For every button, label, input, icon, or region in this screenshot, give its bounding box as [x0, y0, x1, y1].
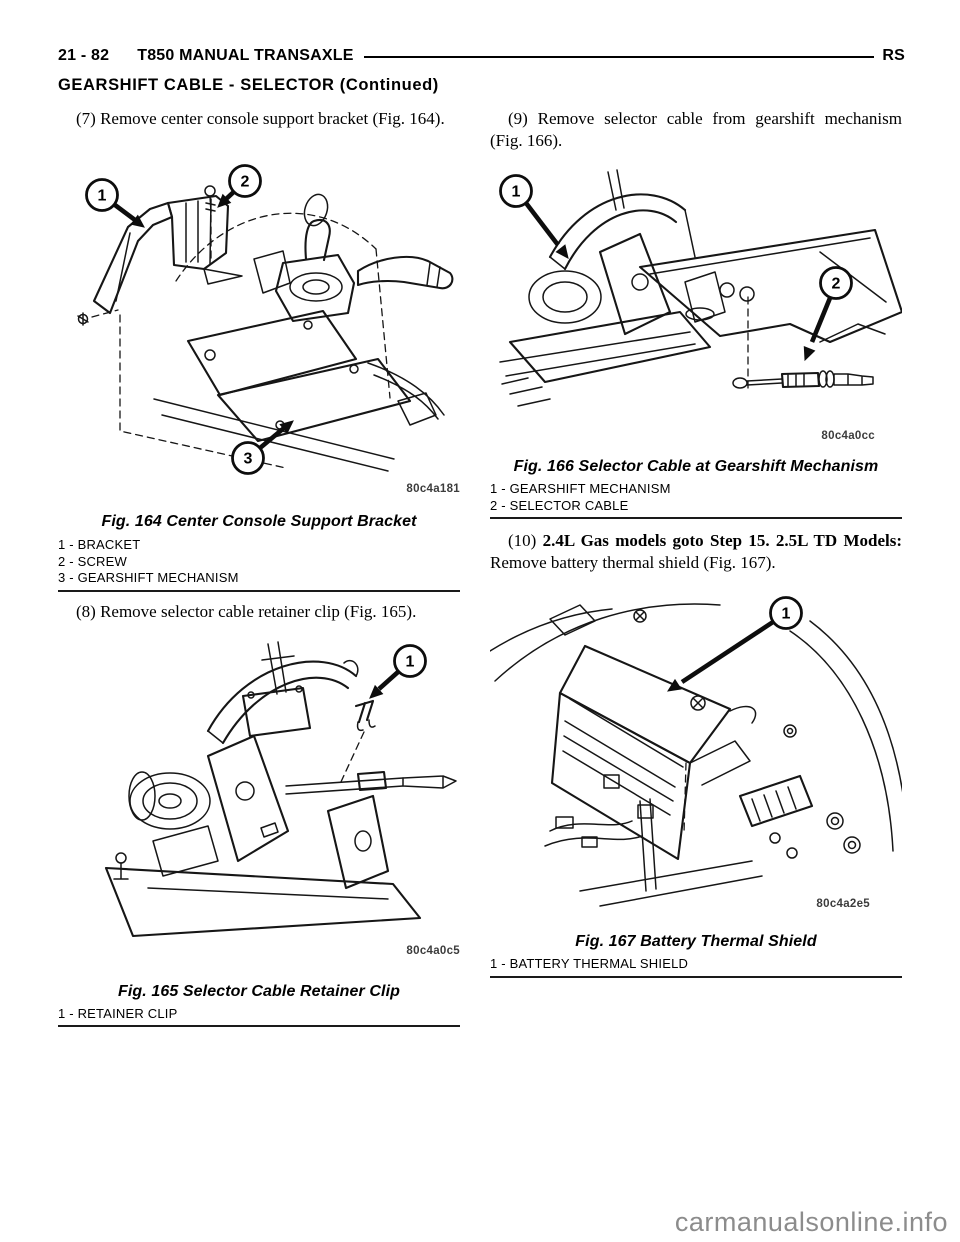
svg-text:2: 2 — [241, 174, 250, 191]
figure-166-caption: Fig. 166 Selector Cable at Gearshift Mec… — [513, 458, 879, 475]
figure-165-illustration: 1 — [104, 640, 457, 937]
svg-text:3: 3 — [244, 451, 253, 468]
legend-item: 1 - BRACKET — [58, 537, 141, 552]
callout-1: 1 — [499, 174, 569, 259]
figure-165: 1 80c4a0c5 — [58, 636, 460, 961]
selector-cable-drawing — [499, 169, 902, 407]
right-column: (9) Remove selector cable from gearshift… — [490, 108, 902, 978]
figure-166-illustration: 1 2 — [499, 169, 902, 407]
figure-164-image-code: 80c4a181 — [406, 483, 460, 495]
callout-1: 1 — [85, 178, 145, 228]
figure-164-legend: 1 - BRACKET 2 - SCREW 3 - GEARSHIFT MECH… — [58, 537, 460, 587]
callout-3: 3 — [231, 420, 294, 475]
step-10-number: (10) — [508, 531, 543, 550]
figure-167-image-code: 80c4a2e5 — [816, 898, 870, 910]
watermark: carmanualsonline.info — [674, 1207, 948, 1237]
header-rule — [363, 56, 875, 58]
page-number: 21 - 82 — [58, 47, 110, 64]
legend-item: 1 - GEARSHIFT MECHANISM — [490, 481, 671, 496]
figure-166: 1 2 80c4a0cc — [490, 162, 902, 447]
figure-165-image-code: 80c4a0c5 — [406, 944, 460, 957]
step-7: (7) Remove center console support bracke… — [76, 109, 445, 128]
callout-2: 2 — [803, 266, 853, 362]
figure-165-legend: 1 - RETAINER CLIP — [58, 1006, 460, 1023]
figure-166-image-code: 80c4a0cc — [821, 430, 875, 442]
figure-167-caption: Fig. 167 Battery Thermal Shield — [575, 933, 817, 950]
callout-2: 2 — [217, 164, 262, 208]
page-header: 21 - 82 T850 MANUAL TRANSAXLE RS — [58, 46, 905, 66]
svg-text:1: 1 — [98, 188, 107, 205]
svg-text:1: 1 — [512, 184, 521, 201]
manual-title: T850 MANUAL TRANSAXLE — [137, 47, 354, 64]
svg-text:2: 2 — [832, 276, 841, 293]
figure-167-illustration: 1 — [490, 596, 902, 907]
step-8: (8) Remove selector cable retainer clip … — [76, 601, 417, 621]
step-10-text: Remove battery thermal shield (Fig. 167)… — [490, 552, 776, 572]
legend-item: 1 - BATTERY THERMAL SHIELD — [490, 956, 689, 971]
figure-164: 1 2 3 80c4a181 — [58, 163, 460, 498]
gearshift-bracket-drawing — [77, 185, 454, 472]
section-title: GEARSHIFT CABLE - SELECTOR (Continued) — [58, 76, 439, 94]
callout-1: 1 — [666, 596, 803, 692]
separator-rule — [490, 975, 902, 978]
figure-164-illustration: 1 2 3 — [77, 164, 454, 475]
svg-text:1: 1 — [406, 653, 415, 670]
figure-166-legend: 1 - GEARSHIFT MECHANISM 2 - SELECTOR CAB… — [490, 481, 902, 514]
figure-164-caption: Fig. 164 Center Console Support Bracket — [101, 513, 417, 530]
legend-item: 3 - GEARSHIFT MECHANISM — [58, 570, 239, 585]
separator-rule — [490, 517, 902, 519]
battery-shield-drawing — [490, 603, 902, 907]
step-10-bold-text: 2.4L Gas models goto Step 15. 2.5L TD Mo… — [542, 531, 902, 550]
figure-167-legend: 1 - BATTERY THERMAL SHIELD — [490, 956, 902, 973]
legend-item: 2 - SCREW — [58, 553, 127, 569]
separator-rule — [58, 1025, 460, 1027]
callout-1: 1 — [369, 643, 427, 699]
figure-167: 1 80c4a2e5 — [490, 591, 902, 911]
legend-item: 2 - SELECTOR CABLE — [490, 497, 629, 513]
left-column: (7) Remove center console support bracke… — [58, 108, 460, 1027]
retainer-clip-drawing — [104, 640, 457, 937]
step-10: (10) 2.4L Gas models goto Step 15. 2.5L … — [490, 530, 902, 574]
figure-165-caption: Fig. 165 Selector Cable Retainer Clip — [117, 982, 400, 1000]
legend-item: 1 - RETAINER CLIP — [58, 1005, 178, 1021]
model-code: RS — [882, 47, 905, 64]
step-9: (9) Remove selector cable from gearshift… — [490, 109, 902, 150]
separator-rule — [58, 589, 460, 592]
svg-text:1: 1 — [782, 606, 791, 623]
